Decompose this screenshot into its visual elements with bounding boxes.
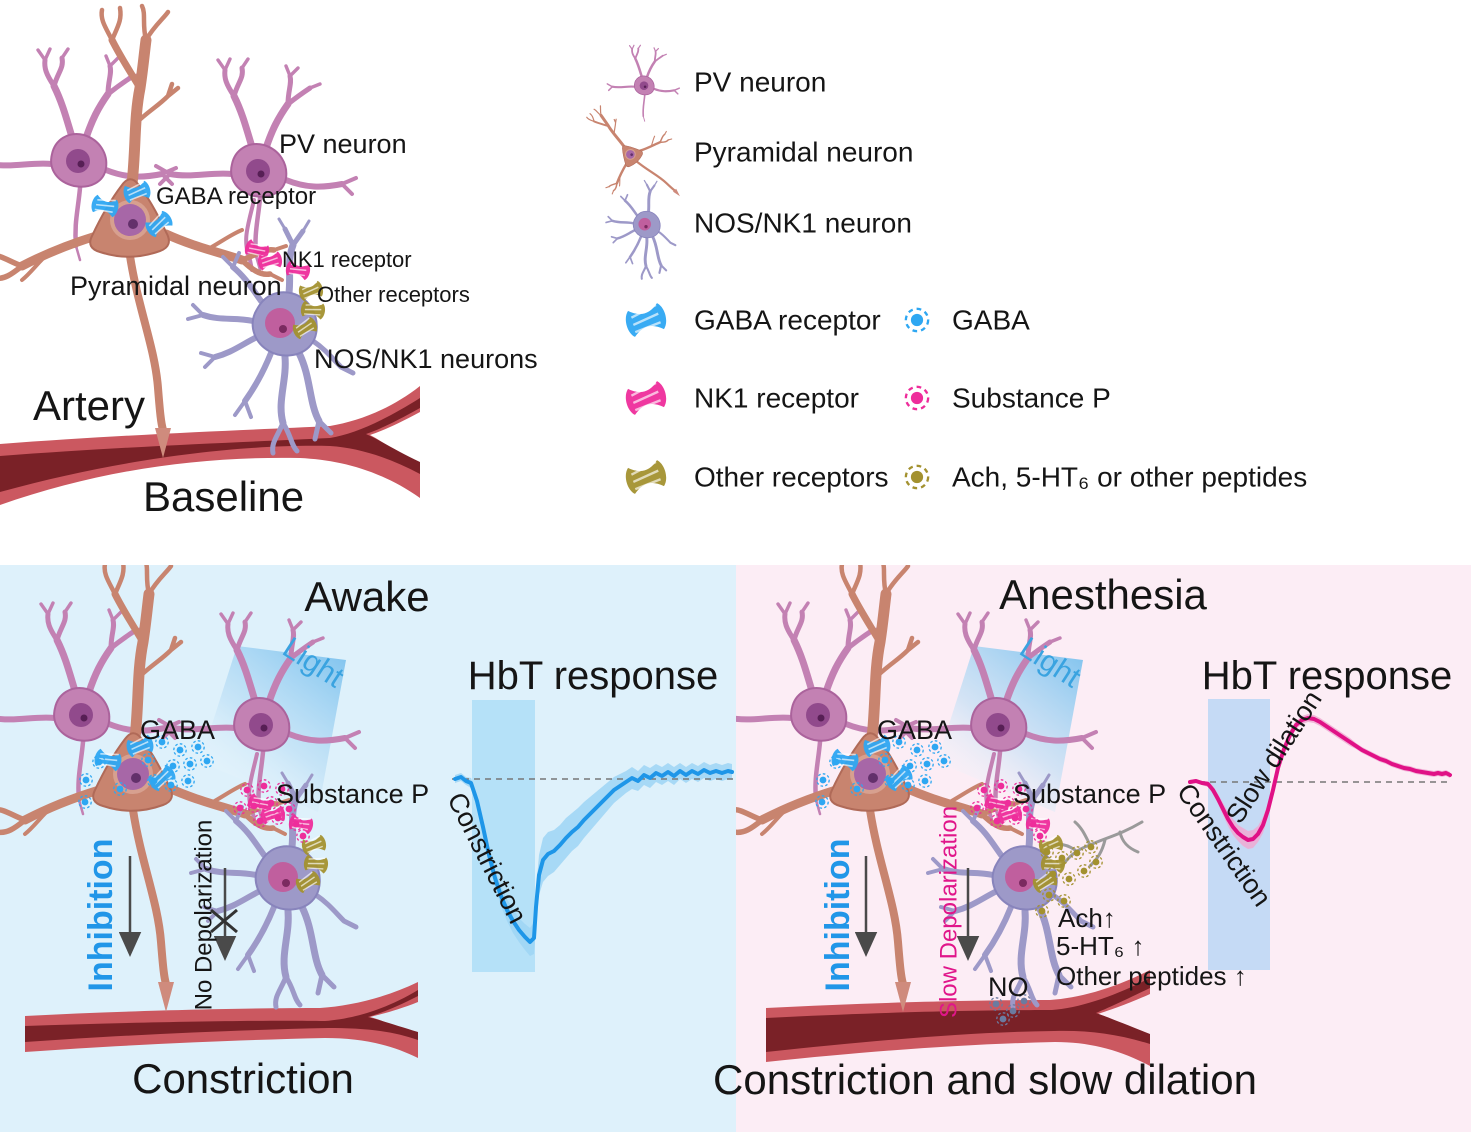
no-label: NO — [988, 972, 1029, 1002]
other-receptors-label: Other receptors — [317, 282, 470, 307]
legend-peptides-label: Ach, 5-HT₆ or other peptides — [952, 461, 1308, 493]
legend-gaba-receptor-icon — [621, 300, 671, 340]
legend-peptide-dot-icon — [904, 464, 930, 490]
anesthesia-substance-p-label: Substance P — [1013, 779, 1167, 809]
legend-other-receptors-label: Other receptors — [694, 461, 889, 493]
gaba-receptor-label: GABA receptor — [156, 183, 317, 210]
legend-other-receptors-icon — [621, 457, 671, 497]
legend-substance-p-dot-icon — [904, 385, 930, 411]
baseline-panel-art — [0, 6, 420, 505]
awake-gaba-label: GABA — [140, 715, 216, 745]
artery-label: Artery — [33, 382, 146, 429]
anesthesia-gaba-label: GABA — [877, 715, 953, 745]
other-peptides-label: Other peptides ↑ — [1056, 961, 1247, 991]
legend-pv-neuron-icon — [606, 44, 681, 123]
legend-pyramidal-neuron-icon — [560, 81, 707, 231]
nos-nk1-neurons-label: NOS/NK1 neurons — [314, 344, 538, 374]
legend-substance-p-label: Substance P — [952, 382, 1111, 414]
nk1-receptor-label: NK1 receptor — [282, 247, 412, 272]
awake-arrows — [118, 856, 238, 961]
awake-inhibition-label: Inhibition — [82, 838, 121, 992]
five-ht6-label: 5-HT₆ ↑ — [1056, 931, 1145, 961]
awake-hbt-chart — [452, 700, 735, 972]
awake-chart-title: HbT response — [467, 654, 719, 698]
anesthesia-inhibition-label: Inhibition — [819, 838, 858, 992]
pyramidal-neuron-label: Pyramidal neuron — [70, 271, 282, 301]
baseline-label: Baseline — [143, 473, 305, 520]
legend-gaba-label: GABA — [952, 304, 1030, 336]
awake-no-depolarization-label: No Depolarization — [190, 819, 218, 1011]
anesthesia-title: Anesthesia — [999, 570, 1207, 618]
anesthesia-slow-depolarization-label: Slow Depolarization — [935, 805, 963, 1019]
awake-artery-illustration — [25, 982, 418, 1058]
baseline-artery-illustration — [0, 386, 420, 505]
awake-bottom-label: Constriction — [132, 1054, 354, 1102]
legend-pv-neuron-label: PV neuron — [694, 66, 827, 98]
awake-panel-art — [0, 560, 735, 1058]
legend-gaba-dot-icon — [904, 307, 930, 333]
legend-nos-nk1-neuron-icon — [604, 179, 677, 281]
legend-icons — [560, 44, 930, 497]
ach-label: Ach↑ — [1058, 903, 1116, 933]
legend-pyramidal-neuron-label: Pyramidal neuron — [694, 136, 914, 168]
legend-nos-nk1-neuron-label: NOS/NK1 neuron — [694, 207, 912, 239]
anesthesia-panel-art — [716, 560, 1452, 1066]
anesthesia-hbt-chart — [1188, 699, 1452, 970]
anesthesia-artery-illustration — [766, 970, 1150, 1066]
anesthesia-arrows — [854, 856, 980, 961]
anesthesia-bottom-label: Constriction and slow dilation — [713, 1055, 1257, 1103]
awake-title: Awake — [304, 572, 430, 620]
legend-nk1-receptor-label: NK1 receptor — [694, 382, 859, 414]
legend-gaba-receptor-label: GABA receptor — [694, 304, 881, 336]
legend-nk1-receptor-icon — [621, 378, 671, 418]
anesthesia-chart-title: HbT response — [1201, 654, 1453, 698]
awake-substance-p-label: Substance P — [276, 779, 430, 809]
pv-neuron-label: PV neuron — [279, 129, 407, 159]
